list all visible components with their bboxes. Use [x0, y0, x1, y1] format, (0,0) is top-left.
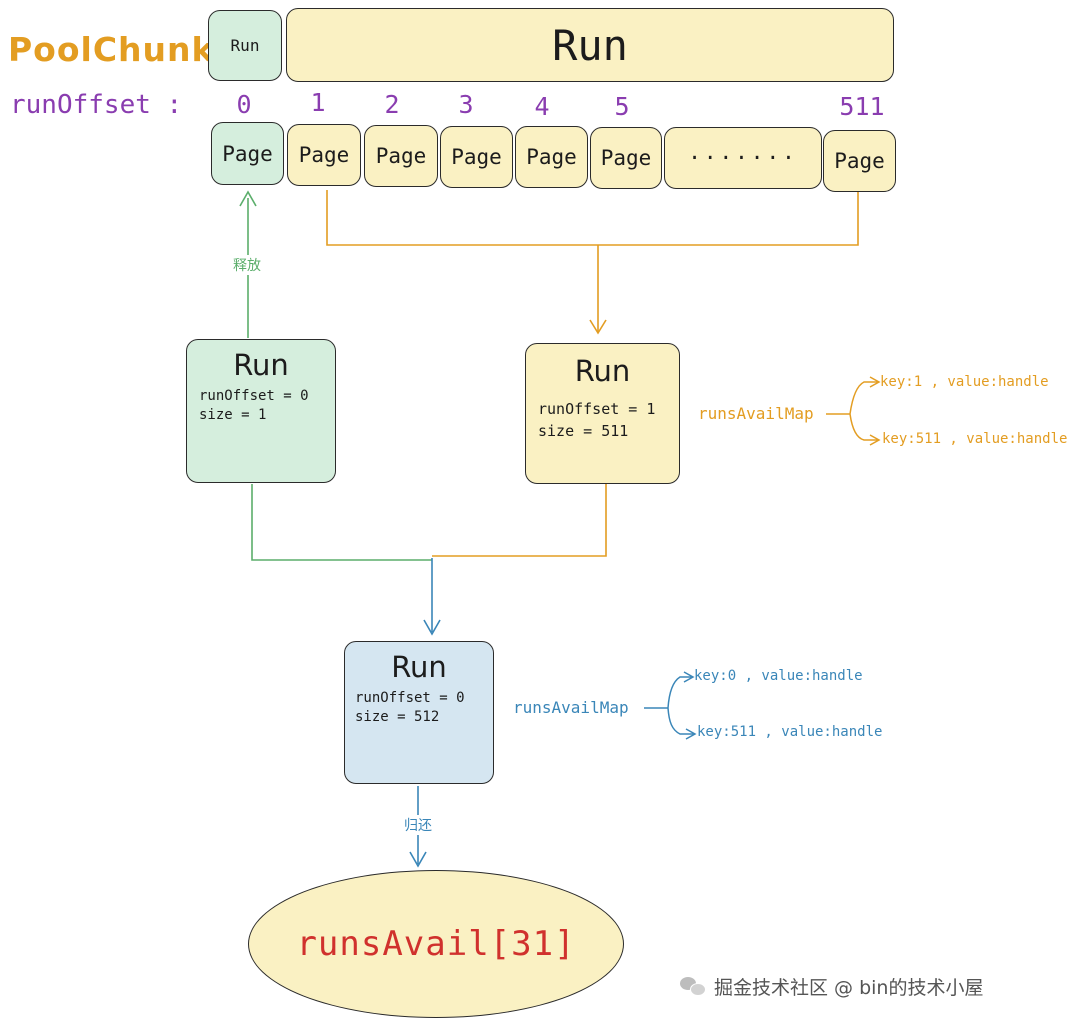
run-yellow-size: size = 511 — [538, 422, 629, 440]
yellow-map-entry-511: key:511 , value:handle — [882, 431, 1068, 447]
page-cell-4: Page — [515, 126, 588, 188]
page-label: Page — [526, 145, 577, 169]
run-green-size: size = 1 — [199, 407, 267, 423]
yellow-map-entry-1: key:1 , value:handle — [880, 374, 1049, 390]
big-run-box: Run — [286, 8, 894, 82]
page-label: Page — [834, 149, 885, 173]
watermark: 掘金技术社区 @ bin的技术小屋 — [680, 966, 983, 1006]
page-label: Page — [298, 143, 350, 167]
run-yellow-box: Run runOffset = 1 size = 511 — [525, 343, 680, 484]
run-green-offset: runOffset = 0 — [199, 388, 309, 404]
page-cell-0: Page — [211, 122, 284, 185]
page-cell-5: Page — [590, 127, 662, 189]
run-blue-offset: runOffset = 0 — [355, 690, 465, 706]
run-blue-title: Run — [391, 650, 447, 684]
page-index-511: 511 — [839, 92, 885, 121]
watermark-text: 掘金技术社区 @ bin的技术小屋 — [714, 976, 984, 999]
page-label: Page — [375, 144, 427, 168]
return-label: 归还 — [402, 815, 434, 835]
page-index-3: 3 — [458, 90, 474, 119]
runs-avail-label: runsAvail[31] — [296, 924, 576, 964]
pages-to-run-connector — [326, 190, 859, 246]
small-run-box: Run — [208, 10, 282, 81]
blue-map-bracket — [644, 676, 694, 735]
page-index-0: 0 — [236, 90, 252, 119]
run-blue-box: Run runOffset = 0 size = 512 — [344, 641, 494, 784]
pool-chunk-label: PoolChunk — [8, 30, 215, 69]
green-merge-line — [251, 484, 432, 561]
yellow-merge-line — [432, 484, 607, 557]
page-index-4: 4 — [534, 92, 550, 121]
page-cell-511: Page — [823, 130, 896, 192]
page-cell-2: Page — [364, 125, 438, 187]
run-yellow-offset: runOffset = 1 — [538, 400, 656, 418]
page-label: Page — [600, 146, 652, 170]
ellipsis-label: ······· — [688, 146, 798, 170]
page-index-2: 2 — [384, 90, 400, 119]
page-label: Page — [222, 141, 273, 166]
run-green-box: Run runOffset = 0 size = 1 — [186, 339, 336, 483]
page-index-1: 1 — [310, 88, 326, 117]
run-blue-size: size = 512 — [355, 709, 440, 725]
run-offset-label: runOffset : — [10, 90, 183, 120]
run-yellow-title: Run — [574, 354, 631, 388]
big-run-label: Run — [552, 20, 628, 70]
run-green-title: Run — [233, 348, 289, 382]
blue-map-entry-511: key:511 , value:handle — [697, 724, 883, 740]
page-label: Page — [451, 145, 502, 169]
release-label: 释放 — [231, 255, 263, 275]
yellow-runs-avail-map-label: runsAvailMap — [698, 404, 814, 423]
wechat-icon — [680, 975, 706, 997]
blue-map-entry-0: key:0 , value:handle — [694, 668, 863, 684]
page-index-5: 5 — [614, 92, 630, 121]
yellow-map-bracket — [826, 381, 878, 441]
page-cell-1: Page — [287, 124, 361, 186]
blue-runs-avail-map-label: runsAvailMap — [513, 698, 629, 717]
page-cell-ellipsis: ······· — [664, 127, 822, 189]
page-cell-3: Page — [440, 126, 513, 188]
runs-avail-ellipse: runsAvail[31] — [248, 870, 624, 1018]
small-run-label: Run — [230, 36, 260, 55]
